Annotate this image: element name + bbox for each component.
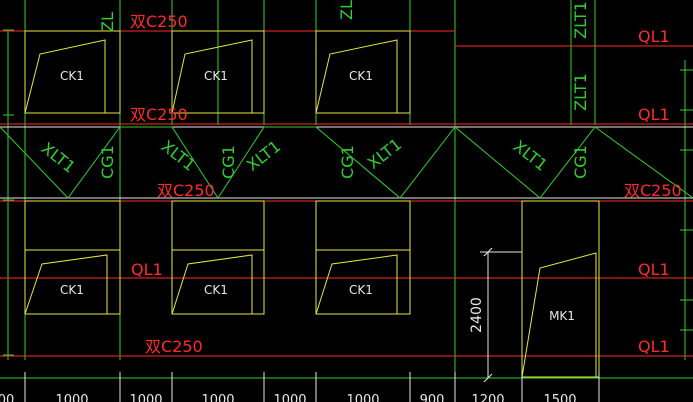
beam-label-ql1: QL1 — [638, 337, 670, 356]
dimension-text: 1200 — [471, 393, 504, 402]
beam-label-ql1: QL1 — [638, 105, 670, 124]
window-label: CK1 — [349, 69, 373, 83]
green-label-zlt1: ZLT1 — [571, 1, 590, 39]
concrete-label: 双C250 — [145, 337, 203, 356]
beam-label-ql1: QL1 — [638, 27, 670, 46]
door-height-dim-text: 2400 — [469, 297, 485, 333]
dimension-text: 900 — [420, 393, 445, 402]
green-label-zlt1: ZLT1 — [571, 73, 590, 111]
window-label: CK1 — [60, 69, 84, 83]
green-label-cg1: CG1 — [571, 145, 590, 179]
dimension-text: 1000 — [346, 393, 379, 402]
green-label-cg1: CG1 — [219, 145, 238, 179]
green-label-xlt1: XLT1 — [364, 135, 405, 173]
beam-label-ql1: QL1 — [131, 260, 163, 279]
window-ck1-top-a — [24, 30, 121, 114]
concrete-label: 双C250 — [624, 181, 682, 200]
green-label-zl: ZL — [337, 0, 356, 20]
window-ck1-bot-c — [315, 200, 411, 315]
window-label: CK1 — [60, 283, 84, 297]
concrete-label: 双C250 — [130, 105, 188, 124]
concrete-label: 双C250 — [157, 181, 215, 200]
window-ck1-bot-a — [24, 200, 121, 315]
white-frame-lines — [0, 126, 693, 199]
dimension-text: 00 — [0, 393, 14, 402]
green-label-xlt1: XLT1 — [510, 137, 551, 175]
door-label: MK1 — [549, 309, 575, 323]
door-height-dimension — [480, 247, 522, 383]
dimension-text: 1500 — [543, 393, 576, 402]
green-label-xlt1: XLT1 — [158, 137, 199, 175]
dimension-text: 1000 — [129, 393, 162, 402]
window-label: CK1 — [204, 69, 228, 83]
window-ck1-bot-b — [171, 200, 265, 315]
window-label: CK1 — [204, 283, 228, 297]
window-ck1-top-c — [315, 30, 411, 114]
beam-label-ql1: QL1 — [638, 260, 670, 279]
window-ck1-top-b — [171, 30, 265, 114]
dimension-ticks — [24, 372, 600, 402]
green-label-cg1: CG1 — [338, 145, 357, 179]
green-label-zl: ZL — [98, 12, 117, 32]
concrete-label: 双C250 — [130, 12, 188, 31]
dimension-text: 1000 — [55, 393, 88, 402]
stair-diagonals — [0, 126, 693, 199]
dimension-text: 1000 — [273, 393, 306, 402]
window-label: CK1 — [349, 283, 373, 297]
green-label-xlt1: XLT1 — [38, 139, 79, 177]
door-mk1 — [521, 200, 600, 378]
green-label-cg1: CG1 — [98, 145, 117, 179]
dimension-text: 1000 — [201, 393, 234, 402]
green-label-xlt1: XLT1 — [243, 137, 284, 175]
